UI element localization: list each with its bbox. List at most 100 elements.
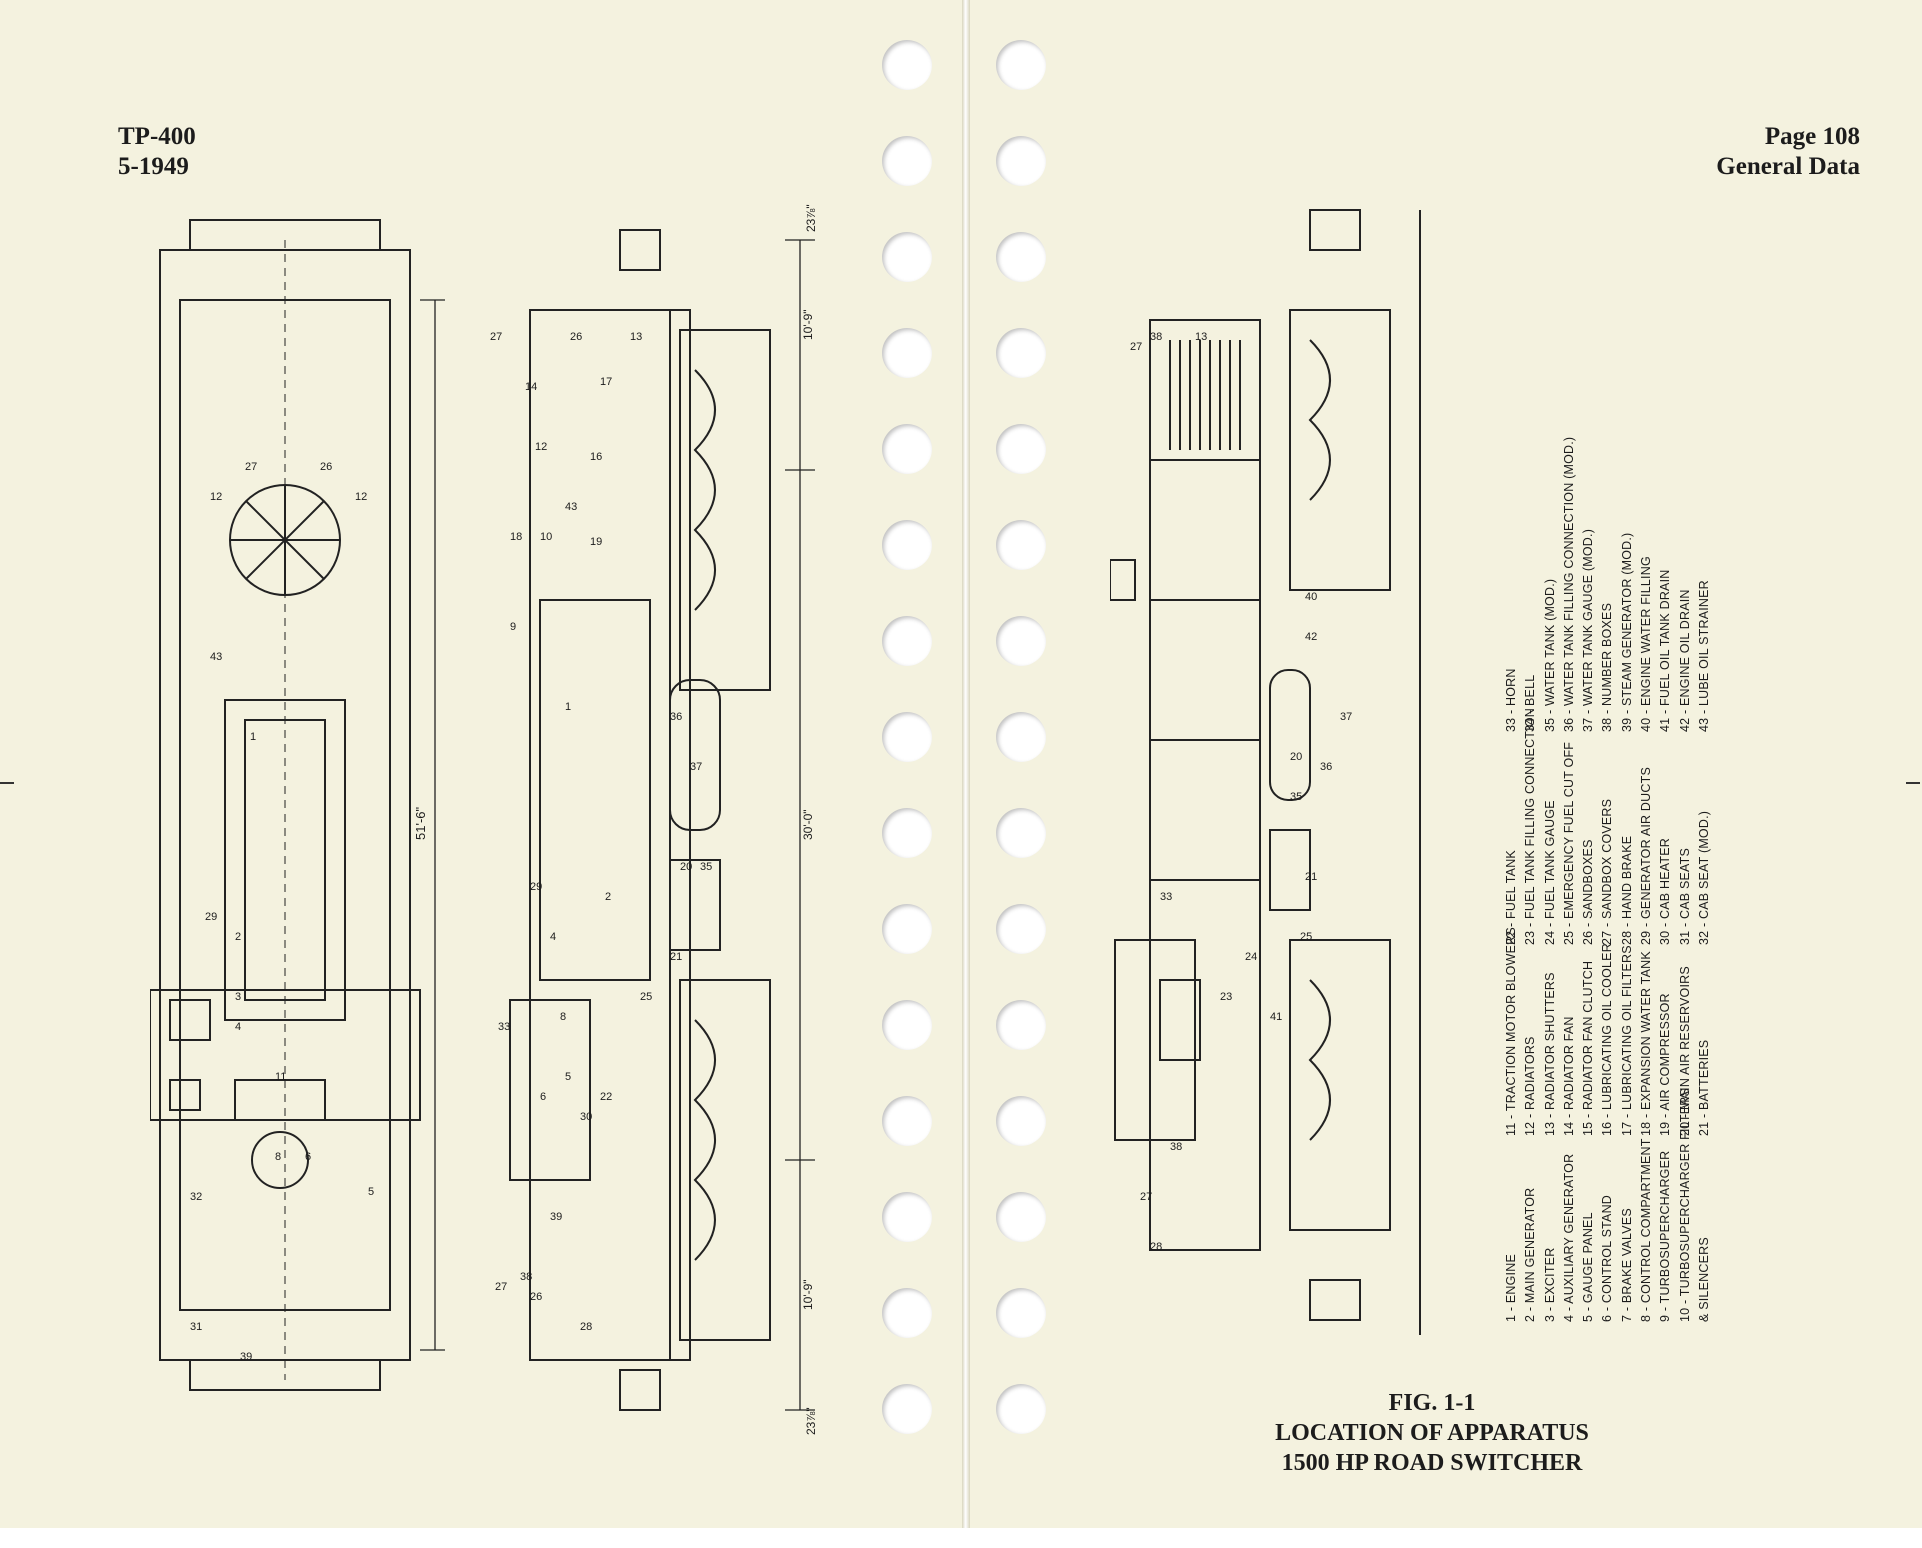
binder-hole xyxy=(996,328,1046,378)
svg-text:20: 20 xyxy=(680,861,692,873)
binder-hole xyxy=(882,136,932,186)
binder-hole xyxy=(996,1384,1046,1434)
legend-item: 11 - TRACTION MOTOR BLOWERS xyxy=(1504,927,1518,1136)
svg-text:16: 16 xyxy=(590,451,602,463)
svg-text:6: 6 xyxy=(305,1151,311,1163)
page-number: Page 108 xyxy=(1764,123,1860,150)
svg-text:13: 13 xyxy=(630,331,642,343)
svg-text:13: 13 xyxy=(1195,331,1207,343)
svg-text:3: 3 xyxy=(235,991,241,1003)
binder-hole xyxy=(882,1000,932,1050)
binder-hole xyxy=(996,1096,1046,1146)
svg-text:26: 26 xyxy=(530,1291,542,1303)
binder-hole xyxy=(882,1096,932,1146)
section-title: General Data xyxy=(1716,153,1860,180)
svg-text:29: 29 xyxy=(530,881,542,893)
legend-item: 40 - ENGINE WATER FILLING xyxy=(1639,556,1654,732)
svg-text:1: 1 xyxy=(565,701,571,713)
legend-item: 33 - HORN xyxy=(1504,668,1518,732)
legend-item: 22 - FUEL TANK xyxy=(1504,850,1518,945)
svg-text:19: 19 xyxy=(590,536,602,548)
legend-item: 39 - STEAM GENERATOR (MOD.) xyxy=(1619,532,1634,732)
elevation-dimensions: 23⅞" 10'-9" 30'-0" 10'-9" 23⅞" xyxy=(801,204,818,1435)
binder-hole xyxy=(996,40,1046,90)
svg-text:28: 28 xyxy=(580,1321,592,1333)
legend-item: 18 - EXPANSION WATER TANK xyxy=(1639,951,1654,1136)
svg-text:40: 40 xyxy=(1305,591,1317,603)
legend-column-3: 22 - FUEL TANK 23 - FUEL TANK FILLING CON… xyxy=(1502,708,1714,945)
svg-text:5: 5 xyxy=(565,1071,571,1083)
doc-header: TP-400 5-1949 xyxy=(118,122,196,182)
legend-item: 26 - SANDBOXES xyxy=(1581,839,1596,945)
svg-text:1: 1 xyxy=(250,731,256,743)
legend-item: 24 - FUEL TANK GAUGE xyxy=(1542,800,1557,945)
svg-text:4: 4 xyxy=(235,1021,241,1033)
legend-item: 25 - EMERGENCY FUEL CUT OFF xyxy=(1561,741,1576,945)
binder-hole xyxy=(882,520,932,570)
svg-text:12: 12 xyxy=(355,491,367,503)
binder-hole xyxy=(882,712,932,762)
legend-item: 27 - SANDBOX COVERS xyxy=(1600,798,1615,945)
legend-item: 36 - WATER TANK FILLING CONNECTION (MOD.… xyxy=(1561,436,1576,732)
svg-text:11: 11 xyxy=(275,1071,286,1083)
legend-item: 35 - WATER TANK (MOD.) xyxy=(1542,578,1557,732)
svg-text:6: 6 xyxy=(540,1091,546,1103)
binder-hole xyxy=(996,232,1046,282)
svg-text:43: 43 xyxy=(565,501,577,513)
page-header: Page 108 General Data xyxy=(1716,122,1860,182)
legend-item: 37 - WATER TANK GAUGE (MOD.) xyxy=(1581,528,1596,732)
legend-item: 30 - CAB HEATER xyxy=(1658,838,1673,945)
svg-text:27: 27 xyxy=(1140,1191,1152,1203)
binder-hole xyxy=(882,616,932,666)
svg-text:29: 29 xyxy=(205,911,217,923)
legend-item: 34 - BELL xyxy=(1523,674,1538,732)
dim-coupler-b: 23⅞" xyxy=(804,1407,818,1435)
svg-text:2: 2 xyxy=(235,931,241,943)
svg-text:27: 27 xyxy=(495,1281,507,1293)
binder-hole xyxy=(996,136,1046,186)
svg-text:38: 38 xyxy=(1150,331,1162,343)
svg-text:42: 42 xyxy=(1305,631,1317,643)
figure-caption: FIG. 1-1 LOCATION OF APPARATUS 1500 HP R… xyxy=(1232,1388,1632,1478)
binder-hole xyxy=(996,1288,1046,1338)
svg-text:39: 39 xyxy=(240,1351,252,1363)
svg-text:18: 18 xyxy=(510,531,522,543)
svg-text:37: 37 xyxy=(1340,711,1352,723)
svg-text:27: 27 xyxy=(245,461,257,473)
svg-text:4: 4 xyxy=(550,931,556,943)
binder-hole xyxy=(882,328,932,378)
figure-number: FIG. 1-1 xyxy=(1388,1390,1476,1416)
right-page xyxy=(968,0,1922,1528)
doc-number: TP-400 xyxy=(118,123,196,150)
dim-coupler-a: 23⅞" xyxy=(804,204,818,232)
legend-item: 43 - LUBE OIL STRAINER xyxy=(1696,580,1711,732)
dim-end-to-truck-a: 10'-9" xyxy=(801,309,815,340)
binder-hole xyxy=(996,808,1046,858)
doc-date: 5-1949 xyxy=(118,153,189,180)
svg-text:8: 8 xyxy=(275,1151,281,1163)
legend-item: 29 - GENERATOR AIR DUCTS xyxy=(1639,767,1654,945)
legend-item: 23 - FUEL TANK FILLING CONNECTION xyxy=(1523,708,1538,945)
fold-mark-left xyxy=(0,782,14,784)
svg-text:26: 26 xyxy=(570,331,582,343)
svg-text:14: 14 xyxy=(525,381,537,393)
svg-text:36: 36 xyxy=(670,711,682,723)
legend-item: 20 - MAIN AIR RESERVOIRS xyxy=(1677,966,1692,1136)
legend-item: 42 - ENGINE OIL DRAIN xyxy=(1677,589,1692,732)
svg-text:35: 35 xyxy=(700,861,712,873)
svg-text:31: 31 xyxy=(190,1321,202,1333)
binder-hole xyxy=(882,40,932,90)
svg-text:9: 9 xyxy=(510,621,516,633)
svg-text:38: 38 xyxy=(1170,1141,1182,1153)
svg-text:21: 21 xyxy=(1305,871,1317,883)
svg-text:25: 25 xyxy=(640,991,652,1003)
svg-text:33: 33 xyxy=(1160,891,1172,903)
dim-end-to-truck-b: 10'-9" xyxy=(801,1279,815,1310)
